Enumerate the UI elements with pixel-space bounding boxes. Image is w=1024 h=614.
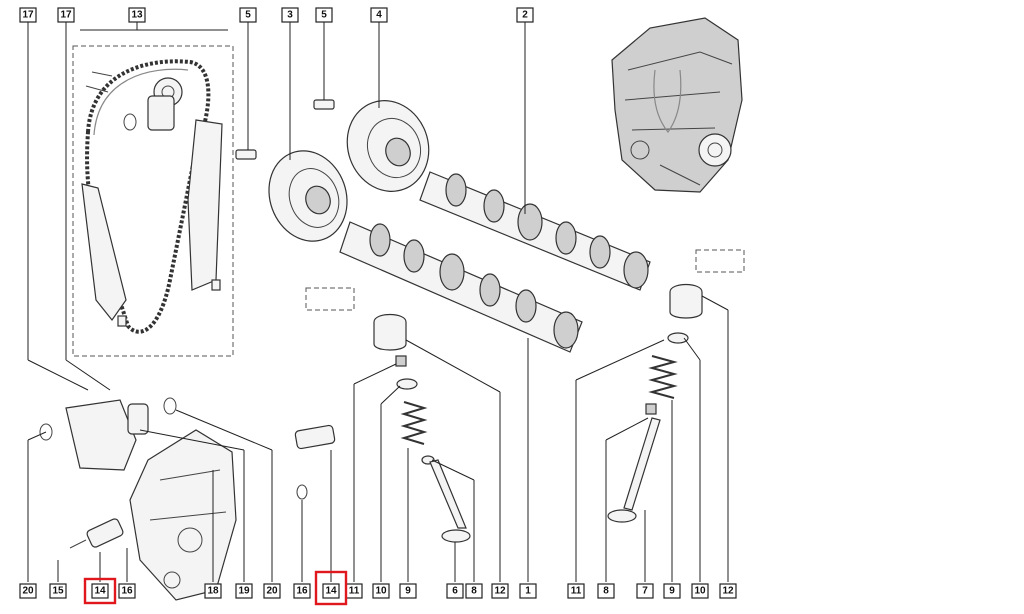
svg-text:2: 2: [522, 10, 528, 21]
svg-text:7: 7: [642, 586, 648, 597]
tensioner-bracket: [39, 397, 177, 471]
svg-text:17: 17: [22, 10, 34, 21]
engine-block-fragment: [129, 429, 237, 601]
svg-text:10: 10: [694, 586, 706, 597]
callout-bot-6: 6: [446, 583, 464, 599]
callout-bot-12b: 12: [719, 583, 737, 599]
callout-bot-20: 20: [19, 583, 37, 599]
svg-text:11: 11: [571, 586, 582, 597]
callout-top-4: 4: [370, 7, 388, 23]
callout-bot-11a: 11: [345, 583, 363, 599]
callout-bot-10b: 10: [691, 583, 709, 599]
highlight-callout-14-left: [83, 577, 117, 605]
svg-text:13: 13: [131, 10, 143, 21]
svg-text:9: 9: [669, 586, 675, 597]
callout-bot-11b: 11: [567, 583, 585, 599]
callout-bot-20b: 20: [263, 583, 281, 599]
timing-chain-assembly: [72, 45, 234, 357]
svg-text:16: 16: [296, 586, 308, 597]
svg-text:5: 5: [245, 10, 251, 21]
camshaft-exhaust: [419, 171, 651, 291]
valve-assembly-right: [607, 249, 745, 523]
camshaft-intake: [339, 221, 583, 353]
svg-text:8: 8: [603, 586, 609, 597]
engine-thumbnail: [611, 17, 743, 193]
svg-text:3: 3: [287, 10, 293, 21]
valve-assembly-left: [305, 287, 471, 543]
callout-top-5a: 5: [239, 7, 257, 23]
svg-text:16: 16: [121, 586, 133, 597]
svg-text:14: 14: [94, 586, 106, 597]
callout-bot-7: 7: [636, 583, 654, 599]
svg-text:20: 20: [266, 586, 278, 597]
callout-top-17a: 17: [19, 7, 37, 23]
callout-bot-1: 1: [519, 583, 537, 599]
callout-bot-18: 18: [204, 583, 222, 599]
callout-bot-9a: 9: [399, 583, 417, 599]
svg-text:17: 17: [60, 10, 72, 21]
leader-lines: [27, 22, 729, 582]
svg-text:9: 9: [405, 586, 411, 597]
callout-top-13: 13: [128, 7, 146, 23]
svg-text:19: 19: [238, 586, 250, 597]
callout-bot-16a: 16: [118, 583, 136, 599]
svg-text:11: 11: [349, 586, 360, 597]
callout-bot-14a: 14: [91, 583, 109, 599]
callout-top-17b: 17: [57, 7, 75, 23]
callout-bot-8a: 8: [465, 583, 483, 599]
svg-text:8: 8: [471, 586, 477, 597]
camshaft-sprocket-3: [268, 150, 348, 242]
svg-text:12: 12: [722, 586, 734, 597]
svg-text:6: 6: [452, 586, 458, 597]
callout-bot-8b: 8: [597, 583, 615, 599]
callout-bot-10a: 10: [372, 583, 390, 599]
svg-text:14: 14: [325, 586, 337, 597]
callout-bot-9b: 9: [663, 583, 681, 599]
callout-bot-16b: 16: [293, 583, 311, 599]
solenoid-valve-left: [69, 518, 124, 549]
callout-top-5b: 5: [315, 7, 333, 23]
callout-bot-12a: 12: [491, 583, 509, 599]
callout-top-3: 3: [281, 7, 299, 23]
svg-text:5: 5: [321, 10, 327, 21]
sprocket-bolts: [235, 99, 335, 160]
svg-text:12: 12: [494, 586, 506, 597]
highlight-callout-14-right: [314, 570, 348, 606]
camshaft-sprocket-4: [346, 100, 430, 192]
callout-top-2: 2: [516, 7, 534, 23]
svg-text:18: 18: [207, 586, 219, 597]
callout-bot-15: 15: [49, 583, 67, 599]
svg-text:1: 1: [525, 586, 531, 597]
solenoid-valve-right: [294, 424, 336, 500]
callout-bot-19: 19: [235, 583, 253, 599]
callout-bot-14b: 14: [322, 583, 340, 599]
svg-text:20: 20: [22, 586, 34, 597]
svg-text:15: 15: [52, 586, 64, 597]
svg-text:4: 4: [376, 10, 382, 21]
svg-text:10: 10: [375, 586, 387, 597]
